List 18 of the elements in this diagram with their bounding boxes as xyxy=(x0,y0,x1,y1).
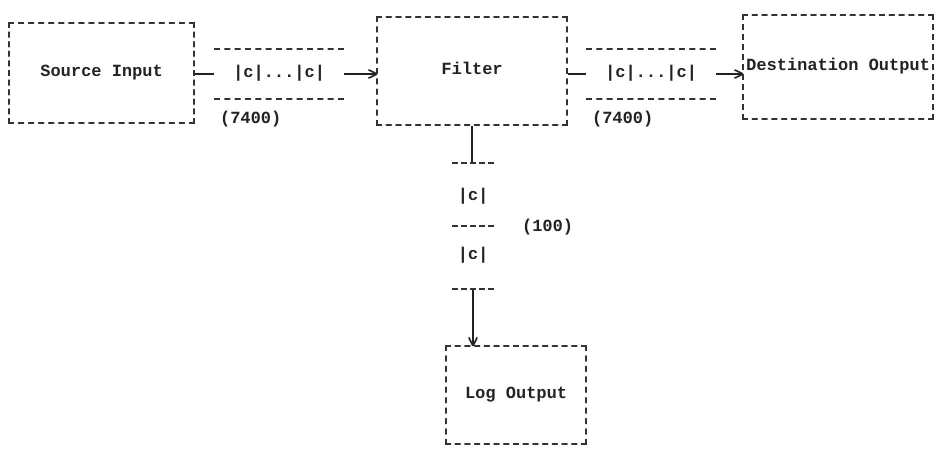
arrow xyxy=(716,68,744,80)
queue-cells: |c|...|c| xyxy=(605,63,697,85)
node-label: Log Output xyxy=(464,384,568,406)
process-box xyxy=(445,345,587,445)
capacity-label: (100) xyxy=(522,218,574,237)
node-label: Filter xyxy=(441,60,503,82)
queue-cells: |c| xyxy=(458,186,488,207)
capacity-label: (7400) xyxy=(220,110,282,129)
node-label: Destination Output xyxy=(746,56,930,78)
arrow xyxy=(344,68,378,80)
queue-cells: |c| xyxy=(458,245,488,266)
capacity-label: (7400) xyxy=(592,110,654,129)
process-box xyxy=(742,14,934,120)
process-box xyxy=(376,16,568,126)
arrow xyxy=(468,290,478,347)
node-label: Source Input xyxy=(40,62,163,84)
process-box xyxy=(8,22,195,124)
queue-cells: |c|...|c| xyxy=(233,63,325,85)
